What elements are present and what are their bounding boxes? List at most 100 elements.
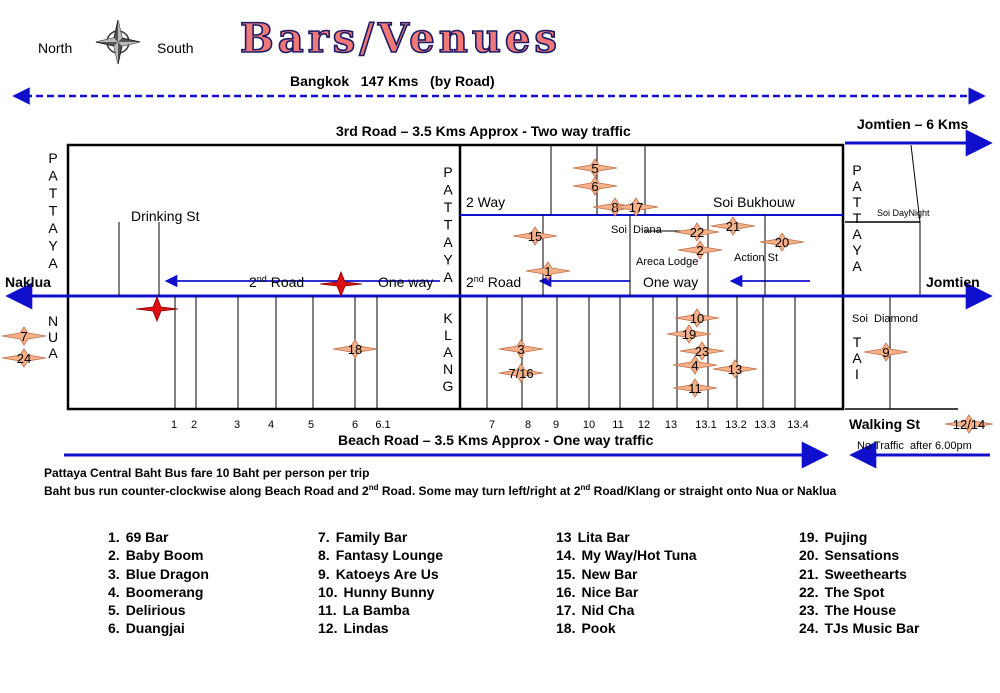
venue-marker-label: 24 [17,351,31,366]
legend-number: 7. [318,529,330,545]
star-marker-icon [712,359,758,379]
venue-marker[interactable]: 10 [674,308,720,328]
legend-item: 5.Delirious [108,601,209,619]
naklua-label: Naklua [5,274,51,290]
legend-item: 6.Duangjai [108,619,209,637]
venue-marker[interactable]: 19 [666,324,712,344]
legend-number: 22. [799,583,819,600]
legend-item: 15.New Bar [556,565,697,583]
star-marker-icon [1,348,47,368]
legend-name: Baby Boom [125,547,204,564]
venue-marker[interactable]: 2 [677,240,723,260]
legend-item: 7. Family Bar [318,528,443,546]
legend-item: 12.Lindas [318,619,443,637]
legend-number: 6. [108,620,120,637]
route-note: Baht bus run counter-clockwise along Bea… [44,483,837,498]
legend-number: 2. [108,547,120,564]
venue-marker[interactable]: 15 [512,226,558,246]
venue-marker[interactable]: 6 [572,176,618,196]
venue-marker[interactable]: 7 [1,326,47,346]
legend-name: Fantasy Lounge [335,547,444,564]
soi-number: 8 [525,419,531,431]
venue-marker-label: 11 [688,381,702,396]
legend-name: Lita Bar [577,529,630,545]
drinking-st-label: Drinking St [131,208,200,224]
legend-name: Nid Cha [581,602,635,619]
venue-marker-label: 4 [691,358,698,373]
venue-marker-label: 17 [629,200,643,215]
legend-name: Sensations [824,547,900,564]
soi-diamond-label: Soi Diamond [852,313,918,325]
venue-marker[interactable]: 22 [674,222,720,242]
venue-marker-label: 21 [726,219,740,234]
venue-marker[interactable]: 7/16 [498,363,544,383]
upper-left-sois [118,222,160,296]
venue-marker-label: 9 [882,345,889,360]
venue-marker[interactable]: 17 [613,197,659,217]
legend-item: 16.Nice Bar [556,583,697,601]
soi-number: 7 [489,419,495,431]
venue-marker-walking-st[interactable]: 12/14 [944,414,994,434]
soi-number: 2 [191,419,197,431]
landmark-star-icon [319,270,363,298]
legend-item: 3.Blue Dragon [108,565,209,583]
venue-marker-label: 5 [591,161,598,176]
venue-marker[interactable]: 4 [672,355,718,375]
venue-marker[interactable]: 20 [759,232,805,252]
legend-number: 21. [799,565,819,582]
venue-marker[interactable]: 18 [332,339,378,359]
star-marker-icon [672,355,718,375]
venue-marker-label: 20 [775,235,789,250]
soi-number: 6 [352,419,358,431]
soi-number: 4 [268,419,274,431]
legend-number: 13 [556,529,572,545]
walking-st-label: Walking St [849,416,920,432]
north-label: North [38,40,72,56]
star-marker-icon [498,363,544,383]
legend-name: Family Bar [335,529,408,545]
legend-item: 9. Katoeys Are Us [318,565,443,583]
two-way-label: 2 Way [466,194,505,210]
venue-marker[interactable]: 13 [712,359,758,379]
venue-marker[interactable]: 9 [863,342,909,362]
star-marker-icon [710,216,756,236]
soi-number: 3 [234,419,240,431]
legend-number: 10. [318,583,338,600]
soi-bukhouw-label: Soi Bukhouw [713,194,796,210]
venue-marker[interactable]: 1 [525,261,571,281]
legend-item: 14.My Way/Hot Tuna [556,546,697,564]
legend-item: 11.La Bamba [318,601,443,619]
legend-item: 23.The House [799,601,919,619]
venue-marker[interactable]: 21 [710,216,756,236]
venue-marker[interactable]: 23 [679,341,725,361]
jomtien-label: Jomtien [926,274,980,290]
soi-number: 12 [638,419,650,431]
star-marker-icon [863,342,909,362]
star-marker-icon [572,176,618,196]
venue-marker[interactable]: 24 [1,348,47,368]
star-marker-icon [512,226,558,246]
venue-marker[interactable]: 11 [672,378,718,398]
star-marker-icon [759,232,805,252]
legend-number: 1. [108,529,120,545]
legend-item: 20.Sensations [799,546,919,564]
venue-marker-label: 10 [690,311,704,326]
venue-marker-label: 3 [517,342,524,357]
legend-name: Katoeys Are Us [335,565,439,582]
legend-item: 2. Baby Boom [108,546,209,564]
legend-number: 9. [318,565,330,582]
venue-marker[interactable]: 5 [572,158,618,178]
soi-number: 6.1 [375,419,390,431]
venue-marker[interactable]: 3 [498,339,544,359]
legend-name: Sweethearts [824,565,907,582]
star-marker-icon [525,261,571,281]
legend-item: 10.Hunny Bunny [318,583,443,601]
legend-number: 17. [556,602,576,619]
action-st-label: Action St [734,252,778,264]
